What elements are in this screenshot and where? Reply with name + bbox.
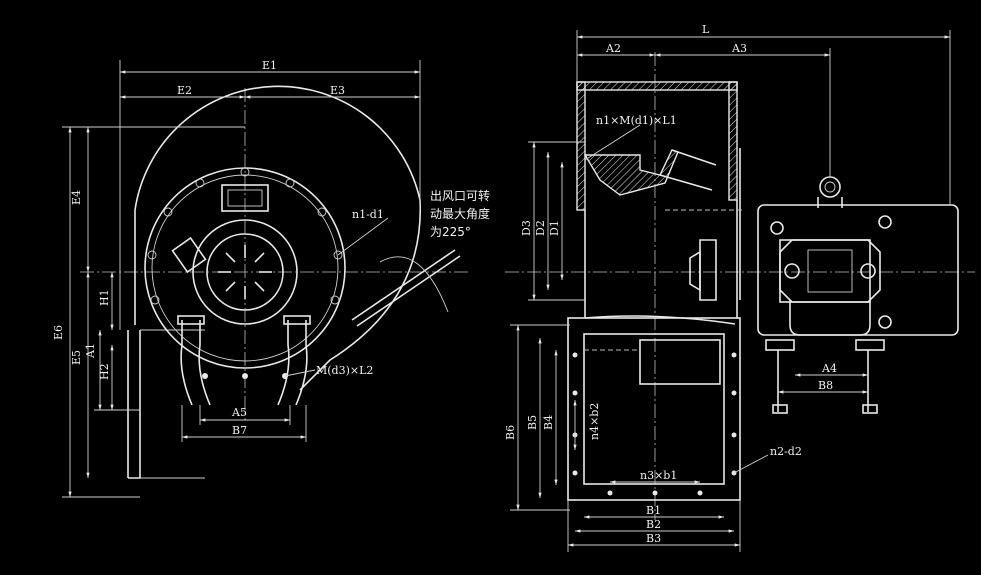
dim-B4: B4 [542, 415, 555, 430]
outlet-flange [127, 330, 141, 479]
dim-E3: E3 [330, 84, 345, 97]
dim-A2: A2 [605, 42, 621, 55]
front-view: E1 E2 E3 E4 E5 E6 H1 A1 H2 A5 B7 n1-d1 M… [52, 59, 490, 498]
dim-B7: B7 [232, 424, 247, 437]
dim-D2: D2 [534, 220, 547, 236]
dim-B5: B5 [526, 415, 539, 430]
dim-A3: A3 [731, 42, 747, 55]
motor-side-box [171, 236, 207, 274]
casing-wall-right [728, 81, 738, 201]
motor-cooling-slots [218, 245, 272, 299]
dim-E5: E5 [70, 350, 83, 365]
rotation-arc [379, 256, 449, 313]
motor-endcap [206, 233, 284, 311]
casing-wall-left [576, 81, 586, 211]
dim-A5: A5 [231, 406, 247, 419]
dim-E2: E2 [177, 84, 192, 97]
dim-E6: E6 [52, 325, 65, 340]
note-line-1: 出风口可转 [430, 188, 490, 203]
outlet-frame [567, 317, 741, 501]
dim-E4: E4 [70, 190, 83, 205]
casing-wall-top [576, 81, 738, 91]
motor-foot-left [765, 339, 795, 351]
callout-n4-b2: n4×b2 [588, 403, 601, 440]
dim-B8: B8 [818, 379, 833, 392]
dim-H1: H1 [98, 289, 111, 306]
side-dimensions [510, 30, 951, 552]
dim-B6: B6 [504, 425, 517, 440]
bolt-circle [147, 167, 343, 305]
dim-L: L [702, 23, 710, 36]
callout-n1-d1: n1-d1 [352, 208, 384, 221]
rotatable-outlet-blade [351, 249, 456, 321]
right-bracket [277, 320, 308, 406]
front-dimensions [62, 60, 421, 498]
note-line-2: 动最大角度 [430, 206, 490, 221]
dim-A1: A1 [84, 343, 97, 359]
callout-n1-M-d1-L1: n1×M(d1)×L1 [596, 114, 677, 127]
terminal-box [221, 184, 269, 212]
dim-D3: D3 [520, 220, 533, 236]
dim-H2: H2 [98, 363, 111, 380]
motor-foot-right [855, 339, 885, 351]
left-bracket [180, 320, 211, 406]
lifting-eye [819, 176, 841, 198]
callout-M-d3-L2: M(d3)×L2 [316, 364, 373, 377]
dim-A4: A4 [821, 362, 837, 375]
dim-E1: E1 [262, 59, 277, 72]
dim-D1: D1 [548, 220, 561, 236]
side-motor [757, 204, 959, 336]
impeller-hub [699, 239, 717, 301]
motor-terminal [779, 239, 871, 303]
note-line-3: 为225° [430, 225, 471, 239]
volute-casing [134, 85, 422, 391]
motor-housing [192, 219, 298, 325]
inlet-cone [583, 149, 679, 196]
dim-B2: B2 [646, 518, 661, 531]
callout-n2-d2: n2-d2 [770, 445, 802, 458]
side-view: L A2 A3 D3 D2 D1 B6 B5 B4 n4×b2 n3×b1 n2… [504, 23, 975, 552]
dim-B1: B1 [646, 504, 661, 517]
dim-B3: B3 [646, 532, 661, 545]
callout-n3-b1: n3×b1 [640, 469, 677, 482]
